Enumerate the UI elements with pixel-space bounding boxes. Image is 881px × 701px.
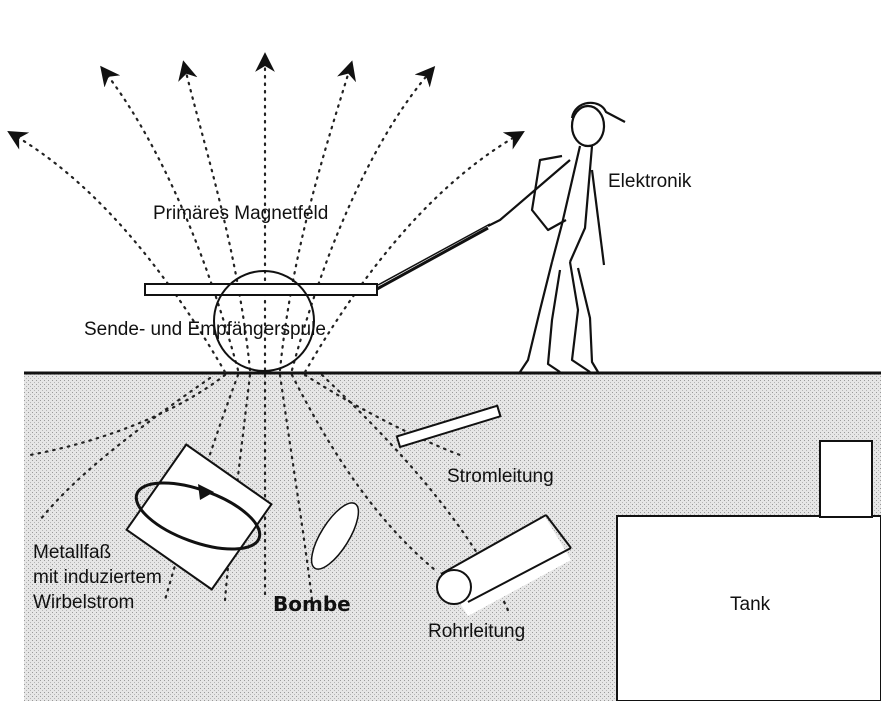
pipe-opening — [436, 569, 472, 605]
detector-handle — [376, 226, 489, 291]
label-coil: Sende- und Empfängerspule — [84, 319, 326, 340]
label-barrel-line3: Wirbelstrom — [33, 592, 134, 613]
label-primary-field: Primäres Magnetfeld — [153, 203, 328, 224]
coil-circle — [213, 270, 315, 372]
bomb-shape — [310, 502, 360, 570]
tank-object — [616, 440, 881, 701]
operator-figure — [487, 101, 626, 373]
cap — [570, 101, 626, 123]
leg-left-inner — [546, 269, 562, 373]
label-electronics: Elektronik — [608, 171, 692, 192]
head — [570, 104, 606, 148]
power-line-object — [395, 404, 502, 449]
arm-back — [590, 169, 606, 266]
pipe-object — [436, 514, 572, 616]
label-tank: Tank — [730, 594, 771, 615]
label-pipe: Rohrleitung — [428, 621, 525, 642]
label-power-line: Stromleitung — [447, 466, 554, 487]
tank-body — [616, 515, 881, 701]
arm — [487, 159, 571, 227]
label-barrel-line1: Metallfaß — [33, 542, 111, 563]
label-barrel-line2: mit induziertem — [33, 567, 162, 588]
eddy-current-arrow-icon — [198, 484, 214, 500]
torso-back — [568, 145, 594, 263]
label-bomb: Bombe — [273, 592, 351, 616]
tank-turret — [819, 440, 873, 518]
coil-bar — [144, 283, 378, 296]
leg-right-inner — [576, 267, 599, 373]
torso-front — [550, 145, 582, 263]
metal-barrel — [125, 443, 273, 591]
leg-left — [519, 261, 554, 373]
leg-right — [568, 261, 591, 373]
detector-handle-inner — [377, 223, 491, 286]
transmitter-receiver-coil — [144, 270, 378, 372]
backpack — [530, 154, 567, 232]
